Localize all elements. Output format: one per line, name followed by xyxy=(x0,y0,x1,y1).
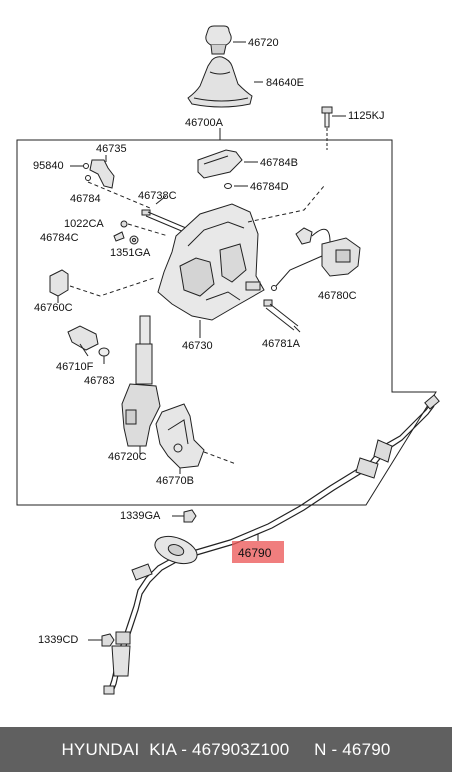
bolt-1125kj xyxy=(321,106,346,150)
parts-diagram xyxy=(16,25,440,695)
selector-clip xyxy=(70,155,151,209)
label-46784c: 46784C xyxy=(40,232,79,244)
shift-boot xyxy=(187,56,263,108)
label-46738c: 46738C xyxy=(138,190,177,202)
label-46784b: 46784B xyxy=(260,157,298,169)
label-1022ca: 1022CA xyxy=(64,218,104,230)
pin-46781a xyxy=(263,299,301,333)
label-1339cd: 1339CD xyxy=(38,634,79,646)
label-46781a: 46781A xyxy=(262,338,300,350)
cable-bracket-46770b xyxy=(155,403,237,474)
label-1351ga: 1351GA xyxy=(110,247,151,259)
label-46730: 46730 xyxy=(182,340,213,352)
label-46790-highlighted: 46790 xyxy=(238,546,272,560)
clip-46760c xyxy=(49,269,155,303)
assembly-frame xyxy=(16,139,437,506)
footer-bar: HYUNDAI KIA - 467903Z100 N - 46790 xyxy=(0,727,452,772)
label-46783: 46783 xyxy=(84,375,115,387)
label-46760c: 46760C xyxy=(34,302,73,314)
label-46784: 46784 xyxy=(70,193,101,205)
small-fasteners xyxy=(113,220,169,245)
label-46780c: 46780C xyxy=(318,290,357,302)
bracket-46710f xyxy=(67,325,110,364)
highlight-box xyxy=(232,541,284,563)
label-46710f: 46710F xyxy=(56,361,94,373)
label-46770b: 46770B xyxy=(156,475,194,487)
nut-1339ga xyxy=(172,509,197,523)
solenoid-46780c xyxy=(247,185,361,291)
label-46720: 46720 xyxy=(248,37,279,49)
label-46784d: 46784D xyxy=(250,181,289,193)
pin-46738c xyxy=(141,195,187,233)
shift-lever xyxy=(121,315,161,454)
label-1339ga: 1339GA xyxy=(120,510,161,522)
label-1125kj: 1125KJ xyxy=(348,110,385,122)
shift-knob xyxy=(205,25,246,55)
label-46700a: 46700A xyxy=(185,117,223,129)
label-84640e: 84640E xyxy=(266,77,304,89)
bracket-46784b xyxy=(197,149,258,189)
label-46735: 46735 xyxy=(96,143,127,155)
shifter-housing xyxy=(157,203,265,338)
nut-1339cd xyxy=(88,633,115,647)
label-46720c: 46720C xyxy=(108,451,147,463)
shift-cable xyxy=(103,394,440,695)
label-95840: 95840 xyxy=(33,160,64,172)
